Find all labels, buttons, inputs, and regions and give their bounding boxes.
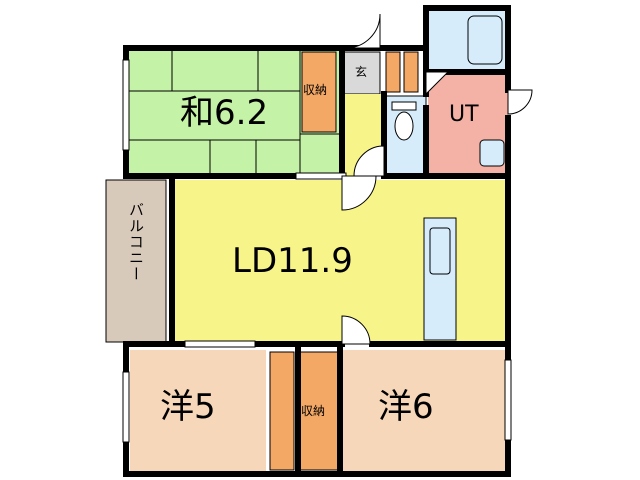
storage-small-2 [403,51,419,93]
tatami-lines [126,48,342,176]
ut-label: UT [449,102,479,127]
washbasin [479,139,505,167]
storage-bottom-area [299,351,339,471]
toilet-bowl [394,111,414,141]
yo5-label: 洋5 [160,387,216,427]
yo6-label: 洋6 [378,387,434,427]
toilet-tank [391,101,417,111]
storage-top-area [301,51,337,133]
genkan-label: 玄 [355,65,368,79]
bathtub [467,15,503,65]
storage-small-1 [385,51,401,93]
balcony-label: バルコニー [127,202,145,282]
ld-label: LD11.9 [232,241,353,281]
genkan-area [343,51,381,95]
storage-top-label: 収納 [303,83,328,97]
yo6-area [340,350,506,472]
balcony-area [105,179,167,343]
washitsu-label: 和6.2 [180,93,269,133]
closet-yo5 [269,351,295,471]
kitchen-sink [429,227,451,275]
yo5-area [130,350,266,472]
doors [341,13,533,345]
windows [122,59,512,443]
storage-bottom-label: 収納 [301,404,326,418]
